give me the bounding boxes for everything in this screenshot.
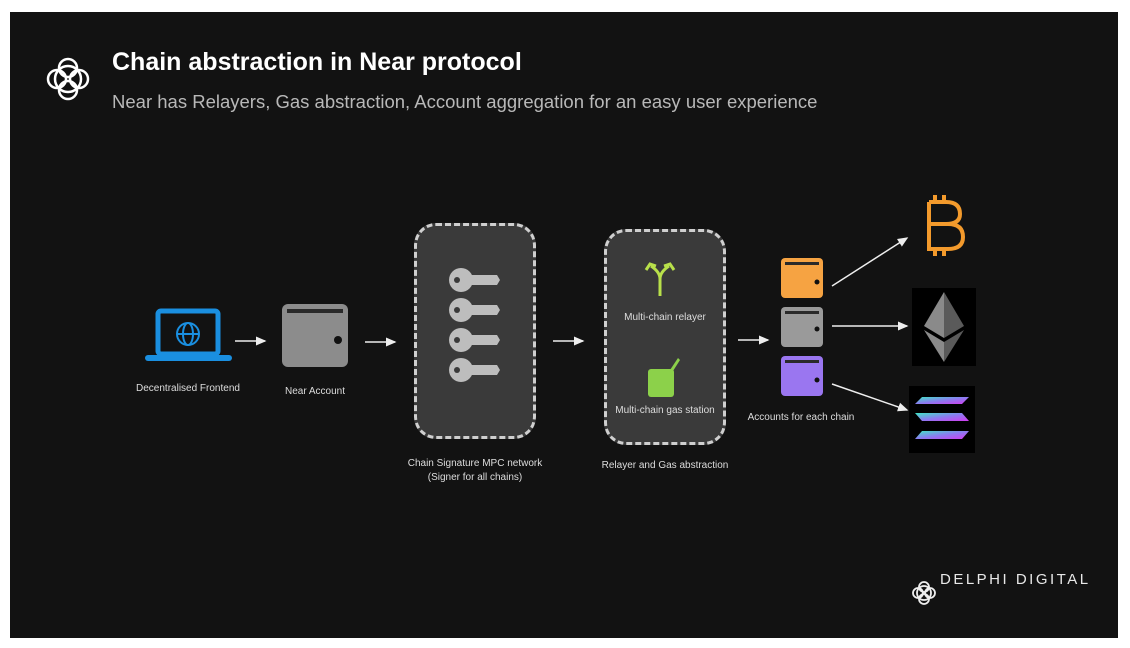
near-account-label: Near Account: [284, 386, 346, 397]
page-subtitle: Near has Relayers, Gas abstraction, Acco…: [112, 91, 818, 112]
gas-can-icon: [648, 358, 680, 397]
accounts-label: Accounts for each chain: [747, 412, 855, 423]
relayer-split-icon: [644, 262, 676, 296]
mpc-sublabel: (Signer for all chains): [427, 472, 523, 483]
bitcoin-icon: [927, 195, 966, 256]
flow-arrows: [235, 237, 909, 412]
wallet-grey-icon: [781, 307, 823, 347]
wallet-purple-icon: [781, 356, 823, 396]
laptop-globe-icon: [145, 308, 232, 361]
ethereum-icon: [912, 288, 976, 366]
keys-icon: [449, 268, 500, 382]
brand-name: DELPHI DIGITAL: [940, 571, 1091, 588]
frontend-label: Decentralised Frontend: [136, 383, 240, 394]
mpc-label: Chain Signature MPC network: [407, 458, 543, 469]
brand-logo-icon: [912, 581, 936, 605]
wallet-orange-icon: [781, 258, 823, 298]
abstraction-label: Relayer and Gas abstraction: [601, 460, 729, 471]
gas-station-label: Multi-chain gas station: [615, 405, 715, 416]
mpc-network-box: [414, 223, 536, 439]
wallet-icon: [282, 304, 348, 367]
relayer-label: Multi-chain relayer: [624, 312, 706, 323]
page-title: Chain abstraction in Near protocol: [112, 48, 522, 76]
solana-icon: [909, 386, 975, 453]
logo-icon: [46, 57, 90, 101]
